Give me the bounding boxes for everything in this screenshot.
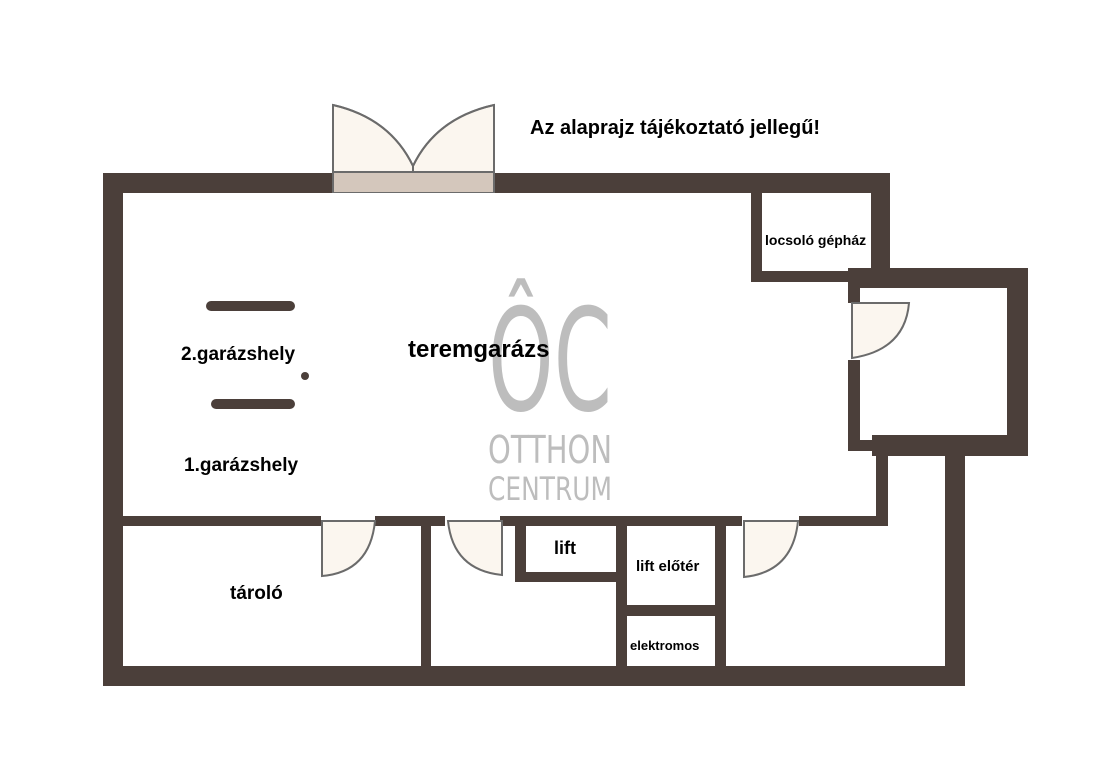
watermark: ÔC OTTHON CENTRUM — [488, 277, 612, 508]
wall-sprinkler-bottom — [751, 271, 889, 282]
room-label-main-hall: teremgarázs — [408, 336, 549, 363]
wall-mid-4 — [799, 516, 888, 526]
labels: Az alaprajz tájékoztató jellegű! teremga… — [181, 117, 866, 653]
wall-annex-left-foot — [848, 440, 888, 451]
door-corridor — [446, 520, 503, 577]
parking-line-upper — [206, 301, 295, 311]
room-label-storage: tároló — [230, 583, 283, 604]
wall-lift-bottom — [515, 572, 617, 582]
doors — [321, 103, 911, 579]
wall-storage-right — [421, 516, 431, 676]
wall-outer-left — [103, 173, 123, 686]
wall-annex-top — [848, 268, 1028, 288]
watermark-line1: OTTHON — [488, 428, 612, 472]
wall-lobby-left — [616, 516, 627, 676]
wall-mid-2 — [375, 516, 445, 526]
wall-lobby-right — [715, 516, 726, 676]
parking-dot — [301, 372, 309, 380]
wall-lobby-bottom — [616, 605, 726, 616]
wall-annex-bottom — [872, 435, 1028, 456]
wall-outer-top-left — [103, 173, 333, 193]
wall-mid-1 — [123, 516, 321, 526]
plan-notice: Az alaprajz tájékoztató jellegű! — [530, 117, 820, 139]
wall-lift-left — [515, 516, 526, 582]
parking-markings — [206, 301, 309, 409]
door-right-room — [743, 520, 800, 579]
double-door-top — [332, 103, 495, 193]
parking-line-lower — [211, 399, 295, 409]
wall-outer-top-right — [495, 173, 890, 193]
wall-hall-right-upper — [871, 173, 890, 278]
room-label-lift: lift — [554, 538, 576, 558]
wall-sprinkler-left — [751, 193, 762, 281]
door-annex — [851, 302, 911, 360]
wall-annex-left-bottom — [848, 360, 860, 450]
wall-outer-bottom — [103, 666, 965, 686]
room-label-electrical: elektromos — [630, 638, 699, 653]
room-label-lift-lobby: lift előtér — [636, 558, 700, 575]
door-storage — [321, 520, 377, 578]
room-label-parking-2: 2.garázshely — [181, 344, 295, 365]
wall-hall-right-lower — [876, 440, 888, 526]
room-label-sprinkler: locsoló gépház — [765, 232, 866, 248]
wall-outer-right-lower — [945, 456, 965, 686]
walls — [103, 173, 1028, 686]
wall-annex-left-top — [848, 278, 860, 303]
room-label-parking-1: 1.garázshely — [184, 455, 298, 476]
wall-annex-right — [1007, 268, 1028, 456]
watermark-monogram: ÔC — [488, 277, 612, 444]
watermark-line2: CENTRUM — [488, 470, 612, 508]
